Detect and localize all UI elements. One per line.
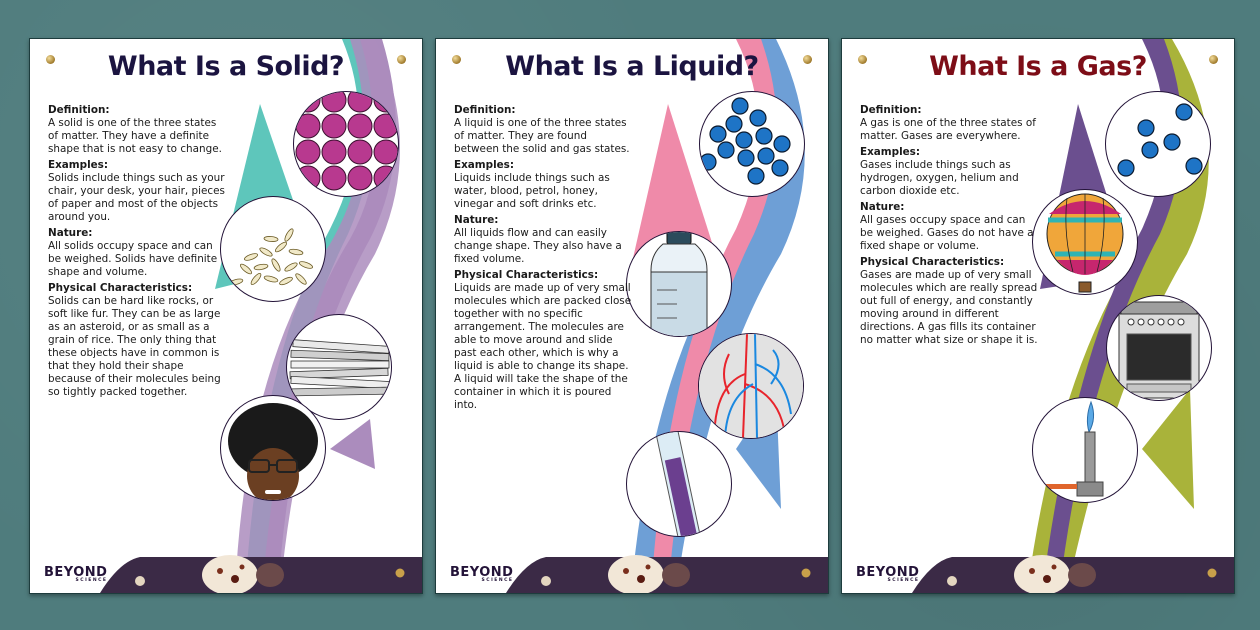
test-tube-image — [626, 431, 732, 537]
poster-title: What Is a Solid? — [107, 51, 345, 82]
section-heading: Nature: — [48, 227, 93, 239]
pin-icon — [46, 55, 55, 64]
section-body: A liquid is one of the three states of m… — [454, 117, 630, 155]
section-heading: Examples: — [860, 146, 921, 158]
section-body: Gases include things such as hydrogen, o… — [860, 159, 1019, 197]
pin-icon — [397, 55, 406, 64]
section-body: Solids can be hard like rocks, or soft l… — [48, 295, 221, 398]
section-heading: Physical Characteristics: — [860, 256, 1005, 268]
pin-icon — [803, 55, 812, 64]
section-heading: Definition: — [48, 104, 110, 116]
section-body: Liquids include things such as water, bl… — [454, 172, 610, 210]
blood-vessels-image — [698, 333, 804, 439]
poster-text: Definition: A liquid is one of the three… — [454, 101, 632, 412]
pin-icon — [452, 55, 461, 64]
beyond-logo: BEYOND SCIENCE — [450, 565, 513, 583]
beyond-logo: BEYOND SCIENCE — [856, 565, 919, 583]
logo-name: BEYOND — [856, 565, 920, 580]
section-heading: Physical Characteristics: — [48, 282, 193, 294]
section-body: All gases occupy space and can be weighe… — [860, 214, 1034, 252]
section-body: Solids include things such as your chair… — [48, 172, 225, 223]
poster-title: What Is a Liquid? — [505, 51, 759, 82]
hot-air-balloon-image — [1032, 189, 1138, 295]
spread-molecules-icon — [1105, 91, 1211, 197]
section-body: Liquids are made up of very small molecu… — [454, 282, 632, 411]
section-heading: Definition: — [860, 104, 922, 116]
beyond-logo: BEYOND SCIENCE — [44, 565, 107, 583]
poster-solid: Definition: A solid is one of the three … — [29, 38, 423, 594]
section-body: A gas is one of the three states of matt… — [860, 117, 1036, 142]
pin-icon — [858, 55, 867, 64]
logo-sub: SCIENCE — [481, 578, 514, 583]
section-heading: Nature: — [454, 214, 499, 226]
section-body: All liquids flow and can easily change s… — [454, 227, 622, 265]
section-heading: Examples: — [48, 159, 109, 171]
poster-text: Definition: A gas is one of the three st… — [860, 101, 1038, 347]
gas-stove-image — [1106, 295, 1212, 401]
space-footer-image — [506, 555, 828, 593]
section-heading: Examples: — [454, 159, 515, 171]
space-footer-image — [100, 555, 422, 593]
poster-liquid: Definition: A liquid is one of the three… — [435, 38, 829, 594]
section-body: Gases are made up of very small molecule… — [860, 269, 1038, 346]
section-heading: Physical Characteristics: — [454, 269, 599, 281]
packed-molecules-icon — [293, 91, 399, 197]
cartoon-boy-image — [220, 395, 326, 501]
space-footer-image — [912, 555, 1234, 593]
poster-gas: Definition: A gas is one of the three st… — [841, 38, 1235, 594]
bunsen-burner-image — [1032, 397, 1138, 503]
logo-sub: SCIENCE — [75, 578, 108, 583]
logo-name: BEYOND — [44, 565, 108, 580]
pin-icon — [1209, 55, 1218, 64]
logo-name: BEYOND — [450, 565, 514, 580]
section-body: A solid is one of the three states of ma… — [48, 117, 222, 155]
section-body: All solids occupy space and can be weigh… — [48, 240, 218, 278]
loose-molecules-icon — [699, 91, 805, 197]
section-heading: Definition: — [454, 104, 516, 116]
section-heading: Nature: — [860, 201, 905, 213]
water-bottle-image — [626, 231, 732, 337]
logo-sub: SCIENCE — [887, 578, 920, 583]
poster-title: What Is a Gas? — [929, 51, 1147, 82]
rice-image — [220, 196, 326, 302]
poster-text: Definition: A solid is one of the three … — [48, 101, 226, 399]
